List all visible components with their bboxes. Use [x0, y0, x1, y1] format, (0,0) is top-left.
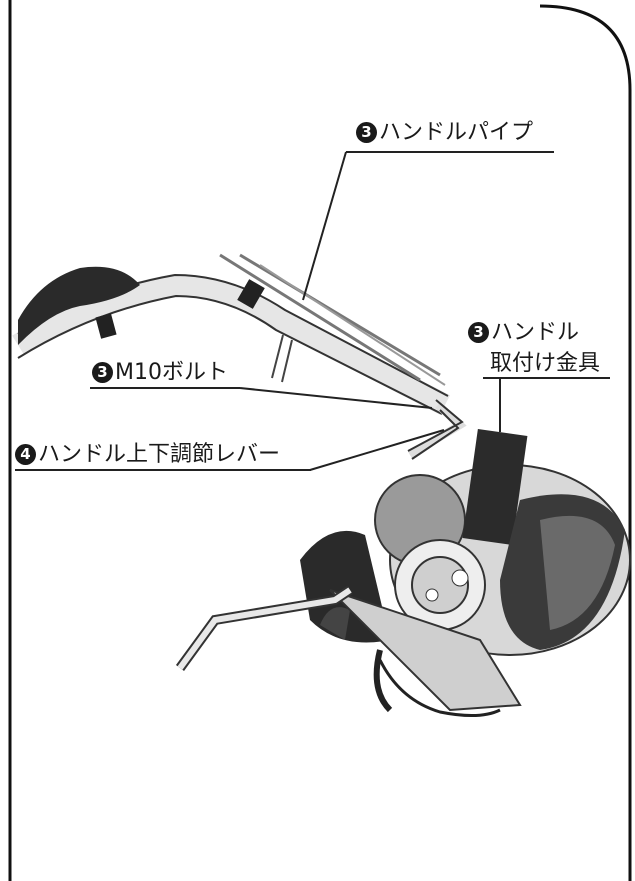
number-badge: 3: [356, 122, 377, 143]
leader-handle-pipe-diag: [302, 151, 347, 301]
clamp-2: [237, 279, 265, 309]
label-handle-bracket-text2: 取付け金具: [490, 351, 601, 376]
number-badge: 3: [92, 362, 113, 383]
label-m10-bolt-text: M10ボルト: [115, 360, 228, 385]
leader-handle-pipe-h: [346, 151, 554, 153]
number-badge: 4: [15, 444, 36, 465]
front-rod-drawing: [175, 585, 353, 671]
leader-m10-diag: [239, 387, 433, 409]
label-handle-bracket-text1: ハンドル: [491, 320, 580, 345]
page-border: [8, 0, 632, 881]
leader-m10-h: [90, 387, 240, 389]
clamp: [95, 313, 117, 339]
grip-shape: [18, 266, 140, 345]
leader-lever-diag: [309, 429, 445, 471]
leader-lever-h: [15, 469, 311, 471]
label-adjust-lever-text: ハンドル上下調節レバー: [38, 442, 281, 467]
adjust-lever-drawing: [407, 399, 467, 460]
engine-drawing: [300, 429, 631, 717]
number-badge: 3: [468, 322, 489, 343]
label-handle-pipe-text: ハンドルパイプ: [379, 120, 534, 145]
label-handle-bracket-line2: 取付け金具: [490, 345, 600, 377]
leader-bracket-h: [483, 377, 610, 379]
